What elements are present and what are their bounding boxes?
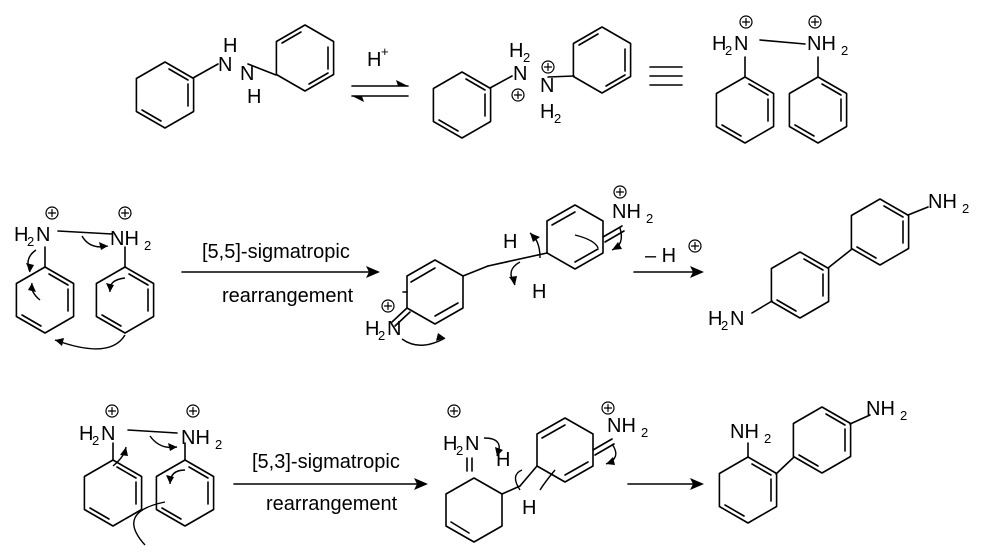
subscript: 2 xyxy=(554,111,561,126)
subscript: 2 xyxy=(215,437,222,452)
subscript: 2 xyxy=(725,43,732,58)
reaction-arrow-2: [5,3]-sigmatropic rearrangement xyxy=(233,451,428,515)
reaction-arrow-3 xyxy=(627,478,704,490)
h2-label: H xyxy=(509,40,523,62)
subscript: 2 xyxy=(523,50,530,65)
protonated-hydrazobenzene: H 2 N N H 2 xyxy=(432,26,632,139)
h-label: H xyxy=(522,497,536,519)
subscript: 2 xyxy=(378,328,385,343)
nh2-label: NH xyxy=(110,228,139,250)
equivalence-sign xyxy=(649,66,683,86)
n-label: N xyxy=(36,224,50,246)
curly-arrow xyxy=(574,234,599,249)
h2n-label: H xyxy=(712,33,726,55)
2-4-diaminobiphenyl: NH 2 NH 2 xyxy=(718,398,907,524)
quinoid-intermediate-1: H H H 2 N NH 2 xyxy=(365,185,653,346)
h-label: H xyxy=(503,231,517,253)
reagent-h-plus: H xyxy=(367,49,381,71)
curly-arrow xyxy=(54,334,126,350)
curly-arrow xyxy=(514,469,523,491)
h-label: H xyxy=(532,281,546,303)
step2-condition-top: [5,3]-sigmatropic xyxy=(252,451,400,473)
subscript: 2 xyxy=(962,201,969,216)
subscript: 2 xyxy=(27,234,34,249)
step1-condition-bottom: rearrangement xyxy=(222,285,354,307)
hydrazobenzene: H N N H xyxy=(135,24,335,129)
n-label: N xyxy=(387,318,401,340)
deprotonation-arrow: – H xyxy=(633,239,704,278)
dication-row3: H 2 N NH 2 xyxy=(79,404,222,546)
step2-condition-bottom: rearrangement xyxy=(266,493,398,515)
h2n-label: H xyxy=(708,308,722,330)
reagent-plus-sign: + xyxy=(381,44,389,59)
h2n-label: H xyxy=(443,433,457,455)
h-label: H xyxy=(247,86,261,108)
h2-label: H xyxy=(540,101,554,123)
n-label: N xyxy=(730,308,744,330)
h2n-label: H xyxy=(79,423,93,445)
benzidine: NH 2 H 2 N xyxy=(708,191,969,333)
nh2-label: NH xyxy=(607,415,636,437)
subscript: 2 xyxy=(900,408,907,423)
dication-vertical: H 2 N NH 2 xyxy=(712,15,848,144)
nh2-label: NH xyxy=(612,201,641,223)
n-label: N xyxy=(734,33,748,55)
h-label: H xyxy=(496,449,510,471)
h-label: H xyxy=(223,35,237,57)
dication-with-arrows: H 2 N NH 2 xyxy=(14,206,155,350)
n-label: N xyxy=(513,63,527,85)
subscript: 2 xyxy=(764,431,771,446)
curly-arrow xyxy=(539,469,556,491)
reaction-arrow-1: [5,5]-sigmatropic rearrangement xyxy=(181,241,380,307)
subscript: 2 xyxy=(646,211,653,226)
subscript: 2 xyxy=(721,318,728,333)
subscript: 2 xyxy=(841,43,848,58)
nh2-label: NH xyxy=(807,33,836,55)
curly-arrow xyxy=(133,501,166,546)
quinoid-intermediate-2: H 2 N H H NH 2 xyxy=(443,401,648,543)
subscript: 2 xyxy=(456,443,463,458)
subscript: 2 xyxy=(92,433,99,448)
nh2-label: NH xyxy=(730,421,759,443)
curly-arrow xyxy=(401,337,446,346)
n-label: N xyxy=(240,63,254,85)
nh2-label: NH xyxy=(928,191,957,213)
h2n-label: H xyxy=(365,318,379,340)
step1-condition-top: [5,5]-sigmatropic xyxy=(202,241,350,263)
nh2-label: NH xyxy=(181,427,210,449)
nh2-label: NH xyxy=(866,398,895,420)
n-label: N xyxy=(540,75,554,97)
equilibrium-arrows: H + xyxy=(351,44,409,102)
n-label: N xyxy=(218,54,232,76)
n-label: N xyxy=(465,433,479,455)
subscript: 2 xyxy=(144,238,151,253)
n-label: N xyxy=(101,423,115,445)
minus-h-label: – H xyxy=(645,245,676,267)
h2n-label: H xyxy=(14,224,28,246)
subscript: 2 xyxy=(641,425,648,440)
